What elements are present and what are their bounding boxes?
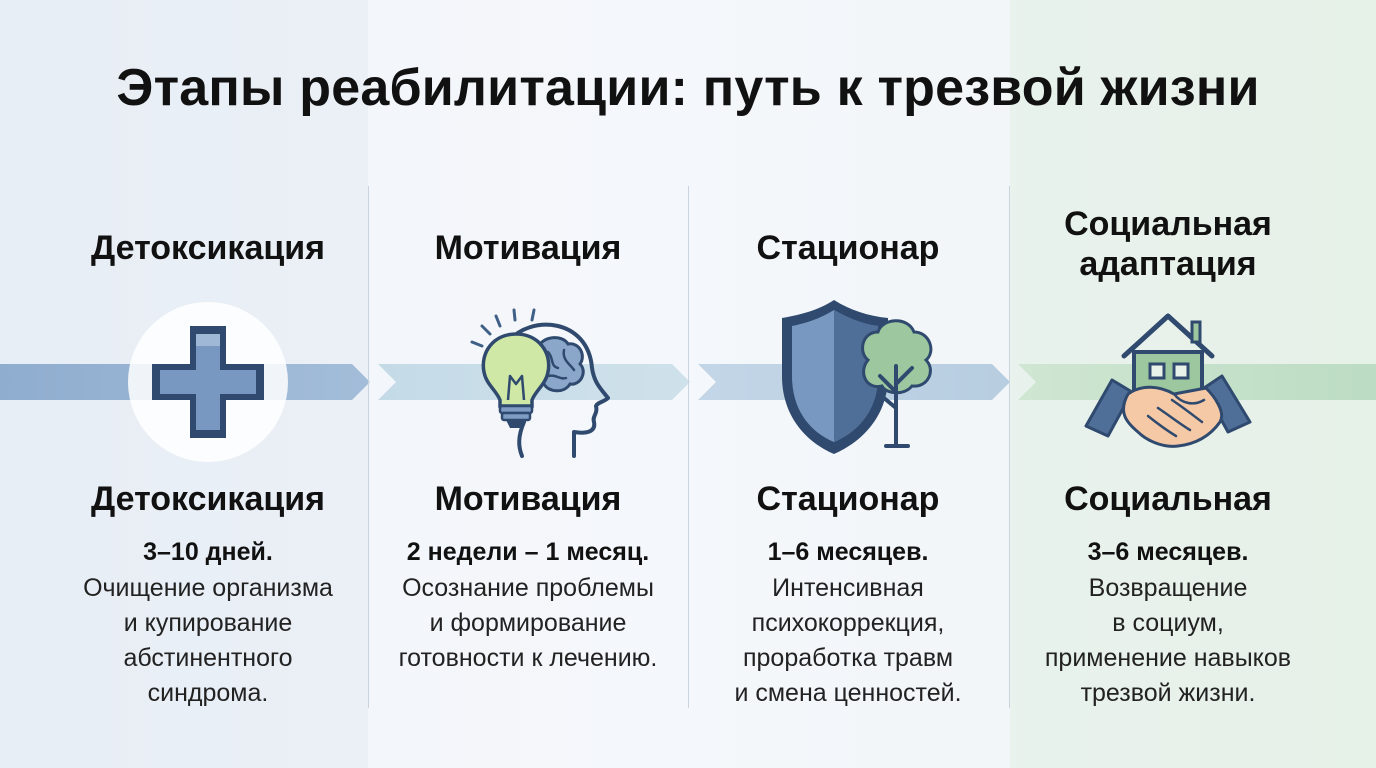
- stage-column-motivation: Мотивация Мотивация 2 недели – 1 месяц. …: [368, 0, 688, 768]
- stage-column-detox: Детоксикация Детоксикация 3–10 дней. Очи…: [48, 0, 368, 768]
- stage-description: Осознание проблемы и формирование готовн…: [398, 574, 658, 672]
- stage-title: Социальная адаптация: [1064, 205, 1272, 283]
- stage-duration: 3–6 месяцев.: [1087, 538, 1249, 566]
- stage-label: Стационар: [756, 480, 940, 518]
- stage-description: Интенсивная психокоррекция, проработка т…: [734, 574, 962, 707]
- stage-label: Мотивация: [434, 480, 622, 518]
- stage-column-social-adaptation: Социальная адаптация Социальная 3–6 меся…: [1008, 0, 1328, 768]
- column-divider: [1009, 186, 1010, 708]
- head-lightbulb-icon: [470, 308, 610, 458]
- page-title: Этапы реабилитации: путь к трезвой жизни: [116, 59, 1260, 117]
- medical-cross-icon: [128, 302, 288, 462]
- stage-duration: 2 недели – 1 месяц.: [406, 538, 650, 566]
- stage-duration: 3–10 дней.: [143, 538, 273, 566]
- stage-title: Стационар: [756, 229, 940, 267]
- stage-label: Детоксикация: [90, 480, 325, 518]
- house-handshake-icon: [1084, 313, 1252, 448]
- stage-description: Возвращение в социум, применение навыков…: [1044, 574, 1292, 707]
- stage-column-inpatient: Стационар Стационар 1–6 месяцев. Интенси…: [688, 0, 1008, 768]
- shield-tree-icon: [782, 300, 933, 454]
- stage-title: Детоксикация: [90, 229, 325, 267]
- stage-duration: 1–6 месяцев.: [767, 538, 929, 566]
- stage-title: Мотивация: [434, 229, 622, 267]
- column-divider: [368, 186, 369, 708]
- stage-description: Очищение организма и купирование абстине…: [83, 574, 333, 707]
- stage-label: Социальная: [1064, 480, 1272, 518]
- column-divider: [688, 186, 689, 708]
